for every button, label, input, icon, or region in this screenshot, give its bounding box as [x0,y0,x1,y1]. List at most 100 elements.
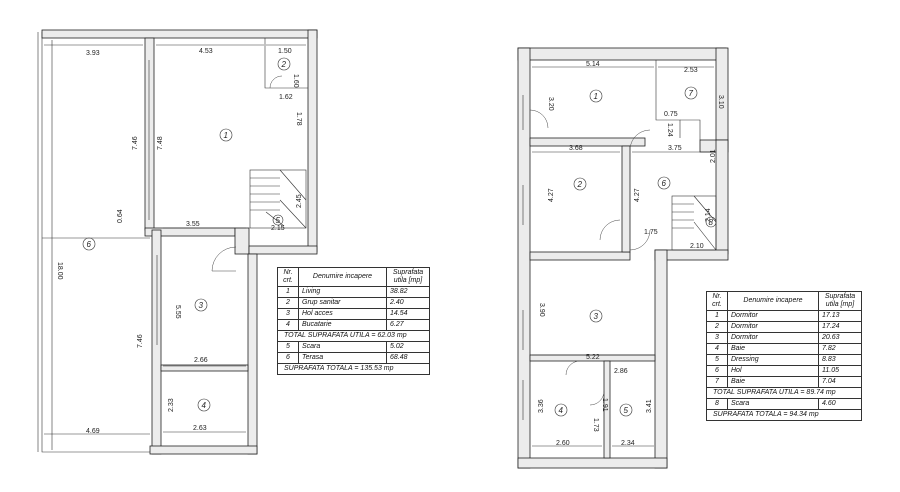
cell: 11.05 [818,365,862,377]
table-row: 5 Scara 5.02 [277,341,430,353]
room-number: 6 [87,240,92,249]
cell: Bucatarie [298,319,387,331]
room-number: 2 [577,180,583,189]
wall-bottom [517,457,668,469]
dim-label: 3.68 [569,145,583,152]
dim-label: 1.73 [592,418,599,432]
door-swing [529,109,549,129]
dim-label: 1.91 [601,398,608,412]
dim-label: 4.53 [199,48,213,55]
room-number: 4 [559,406,564,415]
cell: Grup sanitar [298,297,387,309]
cell: Baie [727,376,819,388]
wall-kitchen-top [160,364,249,372]
bath7-walls-2 [680,119,701,140]
dim-label: 3.93 [86,50,100,57]
wall-room2-bottom [529,251,631,261]
dim-label: 4.69 [86,428,100,435]
room-marker [554,403,568,417]
dim-label: 7.46 [137,334,144,348]
table-row: 2 Grup sanitar 2.40 [277,297,430,309]
room-marker [589,309,603,323]
cell: 4.60 [818,398,862,410]
dim-label: 5.55 [174,305,181,319]
dim-label: 2.34 [621,440,635,447]
room-marker [197,398,211,412]
right-area-table: Nr. crt. Denumire incapere Suprafata uti… [706,291,862,421]
left-floor-plan: 3.93 4.53 1.50 1.60 1.62 1.78 7.46 7.48 … [37,29,318,455]
door-swing [629,229,651,251]
cell: Scara [298,341,387,353]
dim-label: 1.78 [295,112,302,126]
cell: 2 [706,321,728,333]
table-total-row: SUPRAFATA TOTALA = 94.34 mp [706,409,862,421]
room-number: 5 [276,216,281,225]
dim-label: 0.64 [117,209,124,223]
room-marker [219,128,233,142]
dim-label: 1.75 [644,229,658,236]
room-marker [82,237,96,251]
cell: 7 [706,376,728,388]
cell: Terasa [298,352,387,364]
room-number: 1 [224,131,228,140]
dim-label: 3.36 [538,399,545,413]
dim-label: 7.46 [132,136,139,150]
table-row: 4 Baie 7.82 [706,343,862,355]
dim-label: 2.63 [193,425,207,432]
room-number: 1 [594,92,598,101]
dim-label: 4.27 [634,188,641,202]
dim-label: 1.50 [278,48,292,55]
dim-label: 3.41 [646,399,653,413]
wall-bottom [149,445,258,455]
left-area-table: Nr. crt. Denumire incapere Suprafata uti… [277,267,430,375]
dim-label: 0.75 [664,111,678,118]
cell: Scara [727,398,819,410]
table-row: 1 Dormitor 17.13 [706,310,862,322]
cell: 5 [706,354,728,366]
cell: 17.24 [818,321,862,333]
total-useful-area: TOTAL SUPRAFATA UTILA = 62.03 mp [277,330,430,342]
dim-label: 2.14 [705,208,712,222]
cell: 6 [706,365,728,377]
dim-label: 1.60 [292,74,299,88]
table-row: 1 Living 38.82 [277,286,430,298]
right-floor-plan: 5.14 2.53 3.20 3.10 0.75 1.24 3.68 3.75 … [517,47,729,469]
wall-bath-divider [603,360,611,459]
bathroom-door-swing [269,75,283,89]
table-row: 6 Terasa 68.48 [277,352,430,364]
cell: 6.27 [386,319,430,331]
cell: 17.13 [818,310,862,322]
room-number: 6 [662,179,667,188]
table-row: 2 Dormitor 17.24 [706,321,862,333]
col-header: Denumire incapere [727,291,819,311]
wall-right-lower [654,249,668,469]
room-marker [573,177,587,191]
room-marker [589,89,603,103]
door-swing [629,129,651,151]
room-number: 4 [202,401,207,410]
dim-label: 3.55 [186,221,200,228]
wall-left [517,47,531,469]
wall-stair-block [234,227,250,255]
table-row: 3 Dormitor 20.63 [706,332,862,344]
col-header: Suprafata utila [mp] [818,291,862,311]
total-area: SUPRAFATA TOTALA = 135.53 mp [277,363,430,375]
left-dimension-lines [44,40,306,450]
dim-label: 3.20 [547,97,554,111]
wall-room2-right [621,145,631,253]
right-dimension-lines [532,66,714,447]
dim-label: 4.27 [548,188,555,202]
cell: 5.02 [386,341,430,353]
table-row: 4 Bucatarie 6.27 [277,319,430,331]
dim-label: 7.48 [157,136,164,150]
total-useful-area: TOTAL SUPRAFATA UTILA = 89.74 mp [706,387,862,399]
cell: 4 [277,319,299,331]
room-marker [705,216,717,228]
cell: 38.82 [386,286,430,298]
cell: Living [298,286,387,298]
room-marker [277,57,291,71]
table-header-row: Nr. crt. Denumire incapere Suprafata uti… [277,267,430,287]
cell: Dormitor [727,332,819,344]
dim-label: 2.33 [168,398,175,412]
